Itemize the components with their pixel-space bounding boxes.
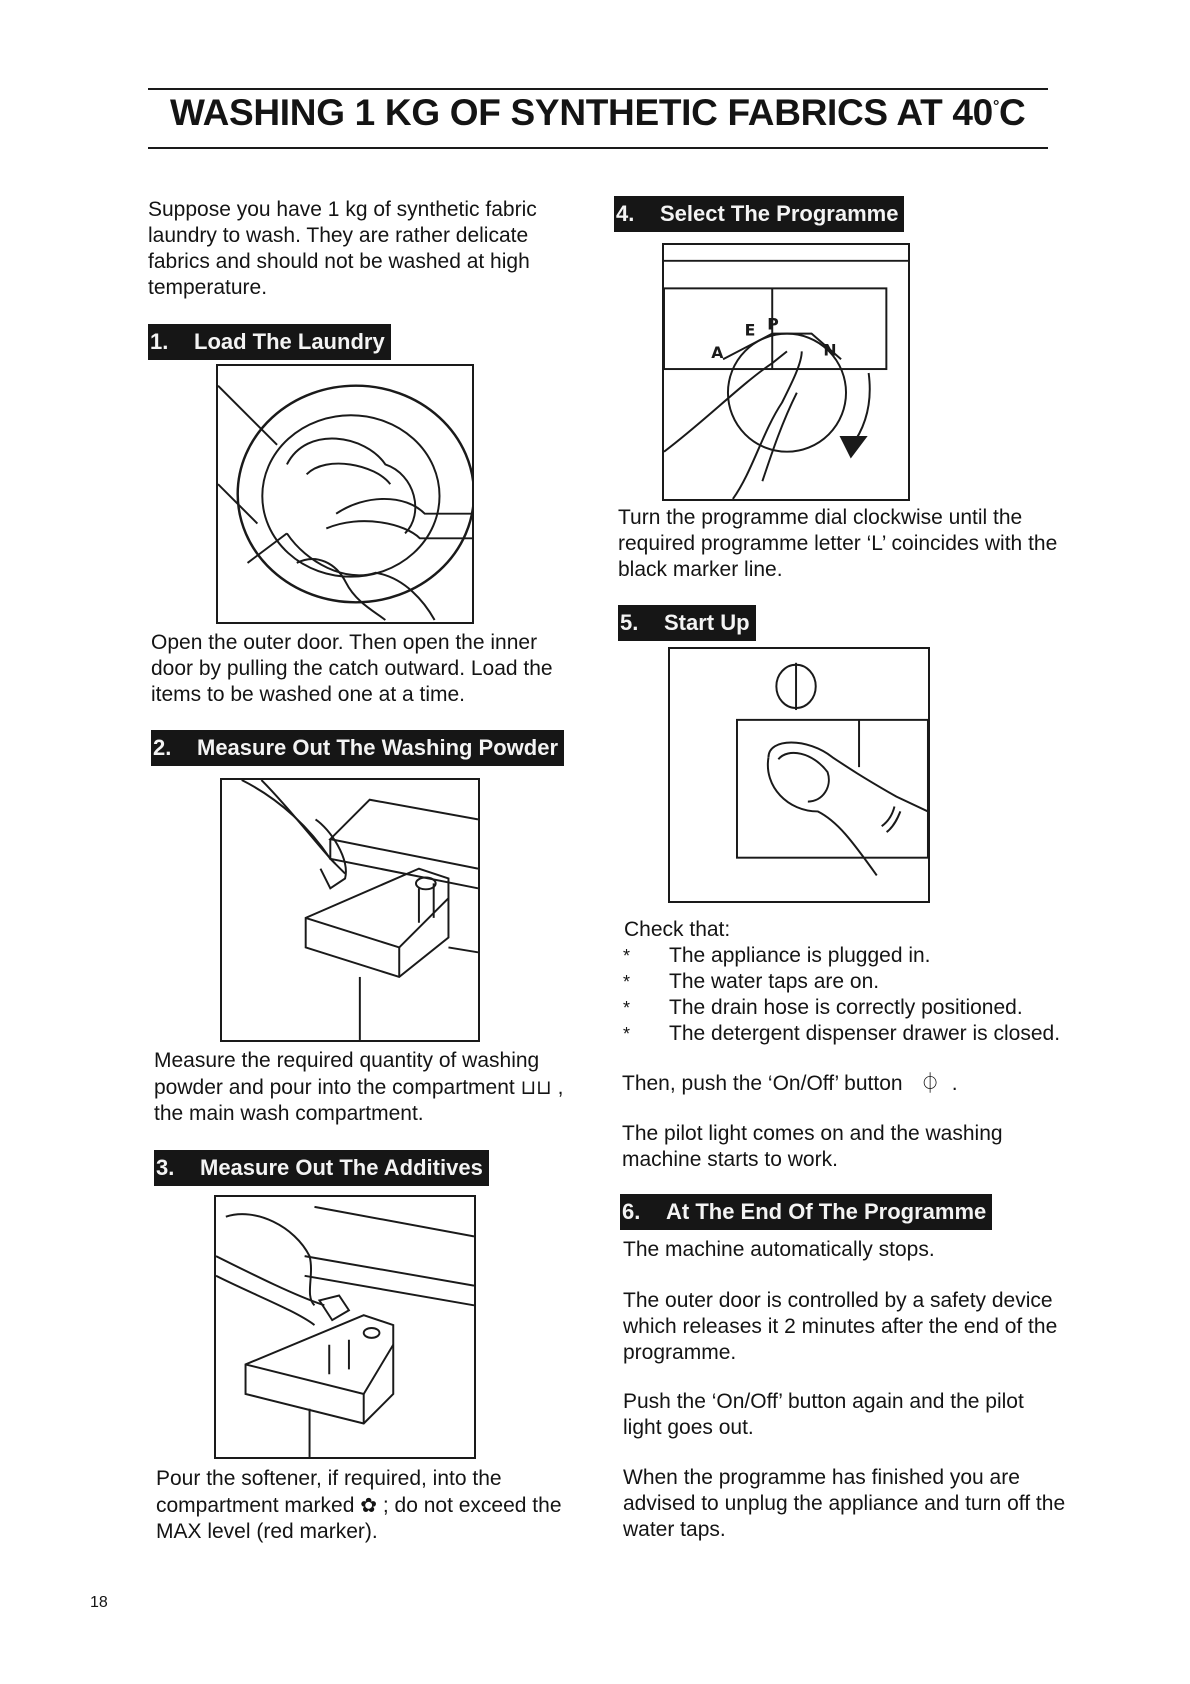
check-list: The appliance is plugged in. The water t…	[621, 943, 1061, 1047]
step-number: 3.	[156, 1155, 175, 1180]
list-item: The drain hose is correctly positioned.	[621, 995, 1061, 1021]
step-number: 2.	[153, 735, 172, 760]
dial-letter-n: N	[823, 340, 836, 359]
dial-letter-a: A	[711, 343, 724, 362]
step-6-heading: 6. At The End Of The Programme	[620, 1194, 993, 1230]
step-number: 1.	[150, 329, 169, 354]
intro-paragraph: Suppose you have 1 kg of synthetic fabri…	[148, 198, 537, 299]
load-laundry-illustration	[216, 364, 474, 624]
step-label: Measure Out The Additives	[200, 1155, 483, 1180]
list-item: The appliance is plugged in.	[621, 943, 1061, 969]
step-4-text: Turn the programme dial clockwise until …	[618, 506, 1058, 581]
step-label: Start Up	[664, 610, 750, 635]
list-item: The detergent dispenser drawer is closed…	[621, 1021, 1061, 1047]
additives-illustration	[214, 1195, 476, 1459]
step-number: 4.	[616, 201, 635, 226]
push-button-text: Then, push the ‘On/Off’ button ⏀ .	[622, 1071, 958, 1095]
main-wash-compartment-icon: ⊔⊔	[520, 1075, 552, 1099]
step-1-heading: 1. Load The Laundry	[148, 324, 391, 360]
washing-powder-illustration	[220, 778, 480, 1042]
dial-letter-e: E	[745, 321, 756, 340]
page-title: WASHING 1 KG OF SYNTHETIC FABRICS AT 40°…	[170, 92, 1026, 133]
page-number: 18	[90, 1594, 108, 1611]
check-intro: Check that:	[624, 918, 731, 941]
step-label: Load The Laundry	[194, 329, 385, 354]
start-up-illustration	[668, 647, 930, 903]
title-underline	[148, 147, 1048, 149]
softener-compartment-icon: ✿	[360, 1493, 378, 1517]
on-off-icon: ⏀	[920, 1071, 941, 1095]
step-3-text: Pour the softener, if required, into the…	[156, 1467, 562, 1543]
dial-letter-p: P	[767, 315, 779, 334]
step-1-text: Open the outer door. Then open the inner…	[151, 631, 553, 706]
programme-dial-illustration: A E P N	[662, 243, 910, 501]
step-4-heading: 4. Select The Programme	[614, 196, 905, 232]
step-6-text-1: The machine automatically stops.	[623, 1238, 935, 1261]
step-label: Select The Programme	[660, 201, 899, 226]
step-label: Measure Out The Washing Powder	[197, 735, 559, 760]
list-item: The water taps are on.	[621, 969, 1061, 995]
step-6-text-3: Push the ‘On/Off’ button again and the p…	[623, 1390, 1024, 1439]
step-2-text: Measure the required quantity of washing…	[154, 1049, 564, 1125]
step-3-heading: 3. Measure Out The Additives	[154, 1150, 489, 1186]
pilot-light-text: The pilot light comes on and the washing…	[622, 1122, 1003, 1171]
step-6-text-2: The outer door is controlled by a safety…	[623, 1289, 1058, 1364]
step-6-text-4: When the programme has finished you are …	[623, 1466, 1066, 1541]
step-label: At The End Of The Programme	[666, 1199, 987, 1224]
top-rule	[148, 88, 1048, 90]
step-number: 6.	[622, 1199, 641, 1224]
step-2-heading: 2. Measure Out The Washing Powder	[151, 730, 565, 766]
step-5-heading: 5. Start Up	[618, 605, 756, 641]
step-number: 5.	[620, 610, 639, 635]
